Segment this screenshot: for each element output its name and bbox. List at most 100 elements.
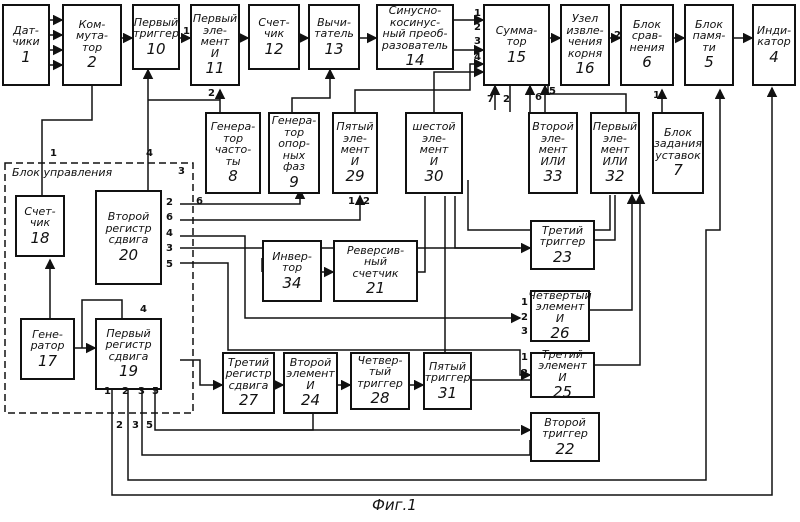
block-number: 19 (119, 364, 138, 380)
block-third-shift-register: Третий регистр сдвига27 (222, 352, 275, 414)
block-counter-12: Счет- чик 12 (248, 4, 300, 70)
block-fourth-and: Четвертый элемент И26 (530, 290, 590, 342)
control-block-title: Блок управления (12, 166, 112, 179)
block-label: Реверсив- ный счетчик (347, 245, 404, 280)
block-second-and: Второй элемент И24 (283, 352, 338, 414)
pin-label: 5 (549, 86, 556, 97)
block-fourth-trigger: Четвер- тый триггер28 (350, 352, 410, 410)
block-label: Дат- чики (12, 25, 39, 48)
block-first-or: Первый эле- мент ИЛИ 32 (590, 112, 640, 194)
pin-label: 6 (166, 212, 173, 223)
block-second-or: Второй эле- мент ИЛИ33 (528, 112, 578, 194)
block-label: Сумма- тор (496, 25, 538, 48)
block-adder: Сумма- тор 15 (483, 4, 550, 86)
block-number: 17 (38, 354, 57, 370)
block-label: Второй триггер (542, 417, 588, 440)
pin-label: 2 (474, 22, 481, 33)
block-first-trigger: Первый триггер10 (132, 4, 180, 70)
block-third-trigger: Третий триггер 23 (530, 220, 595, 270)
block-number: 18 (30, 231, 49, 247)
pin-label: 1 (521, 297, 528, 308)
block-counter-18: Счет- чик 18 (15, 195, 65, 257)
pin-label: 4 (474, 52, 481, 63)
figure-caption: Фиг.1 (372, 496, 417, 514)
block-fifth-and: Пятый эле- мент И29 (332, 112, 378, 194)
block-number: 34 (282, 276, 301, 292)
block-phase-generator: Генера- тор опор- ных фаз9 (268, 112, 320, 194)
pin-label: 2 (208, 88, 215, 99)
block-number: 30 (424, 169, 443, 185)
block-label: Вычи- татель (314, 17, 354, 40)
block-number: 12 (264, 42, 283, 58)
block-root-extractor: Узел извле- чения корня 16 (560, 4, 610, 86)
block-label: шестой эле- мент И (412, 121, 455, 167)
block-comparator: Блок срав- нения6 (620, 4, 674, 86)
block-first-shift-register: Первый регистр сдвига19 (95, 318, 162, 390)
block-fifth-trigger: Пятый триггер31 (423, 352, 472, 410)
pin-label: 4 (166, 228, 173, 239)
block-memory: Блок памя- ти5 (684, 4, 734, 86)
block-number: 29 (345, 169, 364, 185)
block-number: 16 (575, 61, 594, 77)
block-frequency-generator: Генера- тор часто- ты8 (205, 112, 261, 194)
block-label: Гене- ратор (31, 329, 65, 352)
block-number: 15 (507, 50, 526, 66)
block-label: Четвер- тый триггер (357, 355, 403, 390)
block-label: Второй регистр сдвига (105, 211, 151, 246)
block-third-and: Третий элемент И25 (530, 352, 595, 398)
block-number: 1 (21, 50, 31, 66)
block-label: Инди- катор (757, 25, 791, 48)
block-subtractor: Вычи- татель13 (308, 4, 360, 70)
pin-label: 2 (166, 197, 173, 208)
pin-label: 1 (50, 148, 57, 159)
block-indicator: Инди- катор4 (752, 4, 796, 86)
block-number: 11 (205, 61, 224, 77)
block-second-shift-register: Второй регистр сдвига20 (95, 190, 162, 285)
block-inverter: Инвер- тор34 (262, 240, 322, 302)
pin-label: 3 (521, 326, 528, 337)
pin-label: 3 (166, 243, 173, 254)
block-label: Первый триггер (133, 17, 179, 40)
pin-label: 2 (122, 386, 129, 397)
block-number: 21 (366, 281, 385, 297)
block-number: 27 (239, 393, 258, 409)
block-number: 7 (673, 163, 683, 179)
control-block-pin: 3 (178, 166, 185, 177)
pin-label: 1 (653, 90, 660, 101)
block-number: 6 (642, 55, 652, 71)
pin-label: 2 (614, 30, 621, 41)
block-number: 32 (605, 169, 624, 185)
block-label: Первый эле- мент ИЛИ (593, 121, 637, 167)
block-label: Третий триггер (540, 225, 586, 248)
block-label: Счет- чик (24, 206, 55, 229)
block-label: Узел извле- чения корня (566, 13, 603, 59)
block-label: Счет- чик (258, 17, 289, 40)
block-number: 24 (301, 393, 320, 409)
block-label: Второй элемент И (286, 357, 335, 392)
pin-label: 1 (474, 8, 481, 19)
pin-label: 2 (521, 368, 528, 379)
block-label: Блок задания уставок (654, 127, 702, 162)
block-sincos-converter: Синусно- косинус- ный преоб- разователь1… (376, 4, 454, 70)
block-setpoint: Блок задания уставок7 (652, 112, 704, 194)
block-commutator: Ком- мута- тор2 (62, 4, 122, 86)
pin-label: 1 (183, 26, 190, 37)
block-label: Первый регистр сдвига (105, 328, 151, 363)
block-label: Блок памя- ти (693, 19, 726, 54)
pin-label: 5 (166, 259, 173, 270)
block-number: 22 (555, 442, 574, 458)
block-number: 9 (289, 175, 299, 191)
pin-label: 5 (152, 386, 159, 397)
pin-label: 6 (535, 92, 542, 103)
block-number: 33 (543, 169, 562, 185)
pin-label: 4 (140, 304, 147, 315)
block-sixth-and: шестой эле- мент И 30 (405, 112, 463, 194)
block-label: Генера- тор часто- ты (211, 121, 256, 167)
pin-label: 2 (116, 420, 123, 431)
pin-label: 2 (521, 312, 528, 323)
block-label: Пятый триггер (425, 361, 471, 384)
pin-label: 5 (146, 420, 153, 431)
block-number: 23 (553, 250, 572, 266)
block-label: Синусно- косинус- ный преоб- разователь (382, 5, 448, 51)
pin-label: 3 (474, 36, 481, 47)
